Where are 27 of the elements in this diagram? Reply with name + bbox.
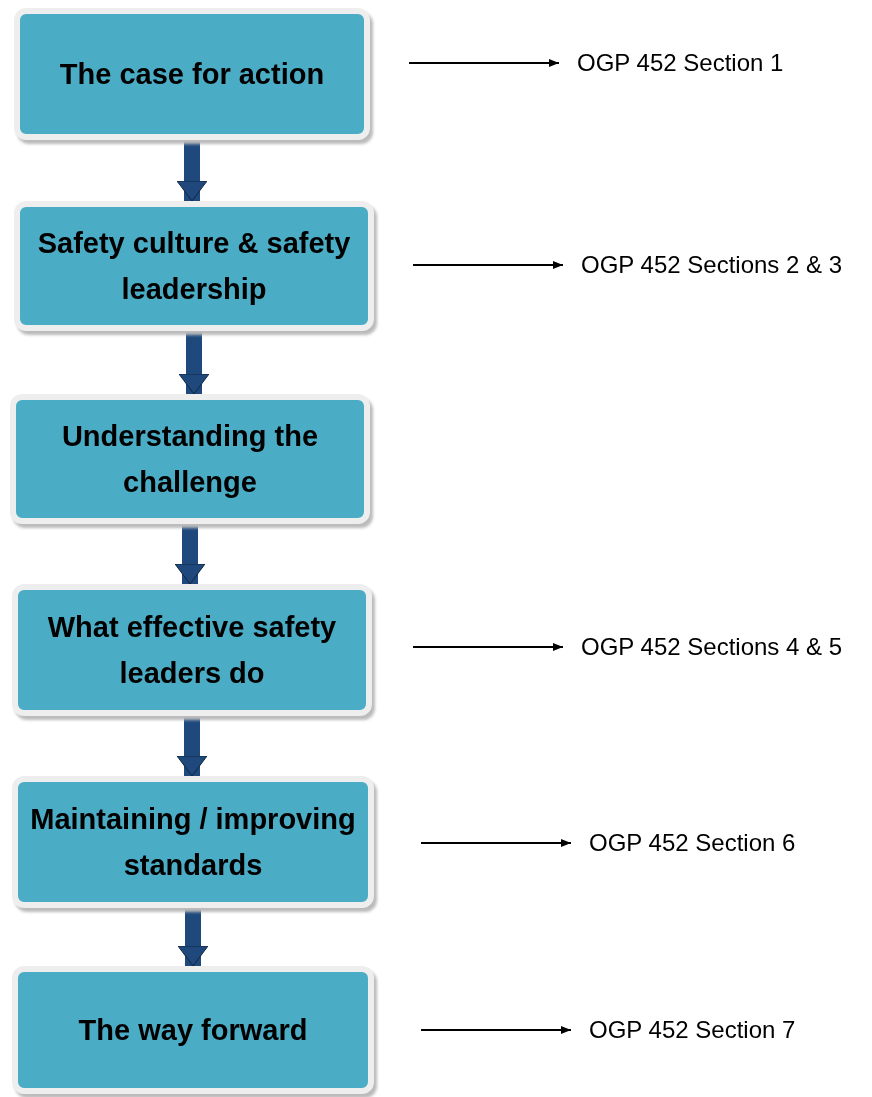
process-box: [12, 584, 372, 716]
block-arrow: [176, 716, 208, 777]
section-reference: OGP 452 Sections 4 & 5: [581, 632, 843, 662]
section-reference: OGP 452 Section 6: [589, 828, 796, 858]
arrow: [420, 1026, 572, 1034]
block-arrow: [177, 908, 209, 967]
section-reference: OGP 452 Section 1: [577, 48, 784, 78]
process-box: [10, 394, 370, 524]
process-box: [12, 966, 374, 1094]
arrow: [420, 839, 572, 847]
block-arrow: [178, 331, 210, 395]
process-box: [14, 201, 374, 331]
box-label: The case for action: [59, 57, 325, 92]
arrow: [408, 59, 560, 67]
section-reference: OGP 452 Section 7: [589, 1015, 796, 1045]
box-label: Understanding the challenge: [60, 419, 320, 500]
block-arrow: [174, 524, 206, 585]
box-label: Safety culture & safety leadership: [36, 226, 352, 307]
section-reference: OGP 452 Sections 2 & 3: [581, 250, 843, 280]
process-box: [14, 8, 370, 140]
arrow: [412, 643, 564, 651]
block-arrow: [176, 140, 208, 202]
process-box: [12, 776, 374, 908]
box-label: The way forward: [78, 1013, 308, 1048]
box-label: Maintaining / improving standards: [29, 802, 357, 883]
box-label: What effective safety leaders do: [46, 610, 338, 691]
arrow: [412, 261, 564, 269]
